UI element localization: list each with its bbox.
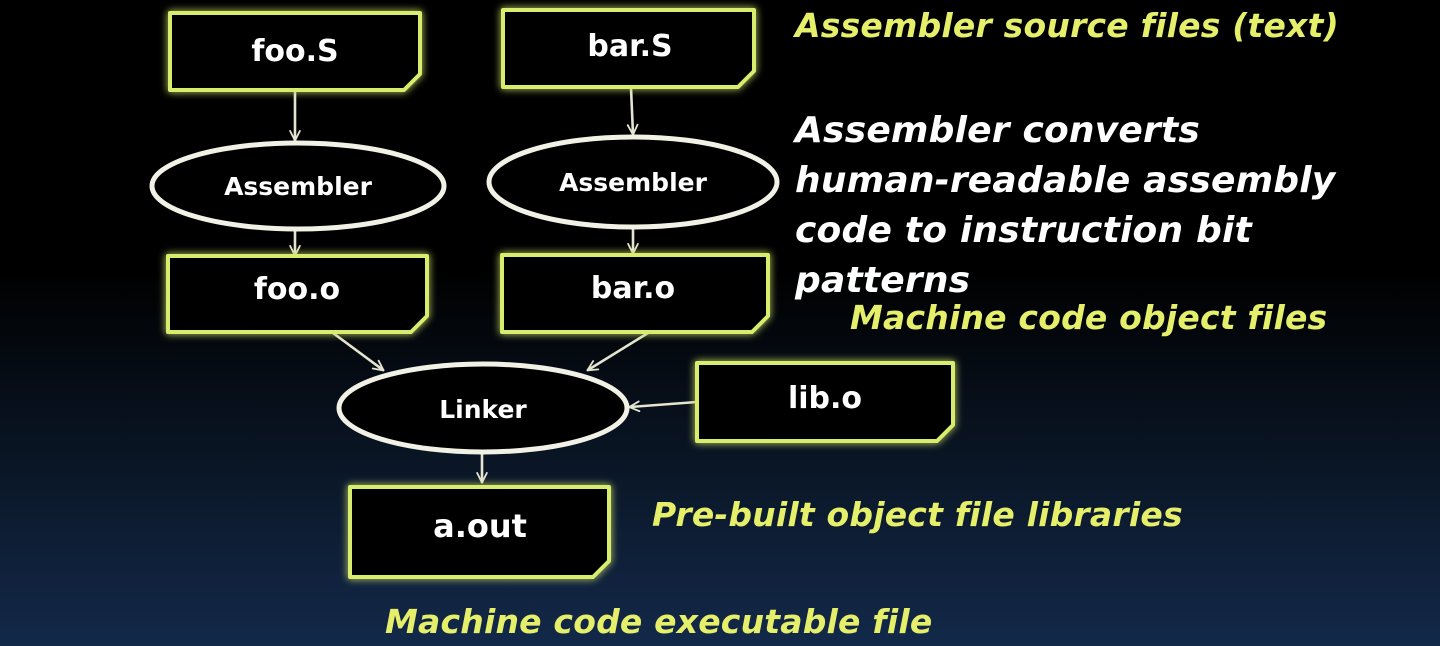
process-ellipse	[336, 361, 630, 455]
caption-assembler-description: Assembler converts human-readable assemb…	[795, 110, 1336, 301]
arrows	[289, 86, 699, 484]
process-assembler-1: Assembler	[149, 140, 447, 232]
file-label: lib.o	[788, 381, 862, 416]
process-label: Linker	[439, 395, 527, 424]
file-box-bar-s: bar.S	[501, 8, 756, 89]
file-box-a-out: a.out	[348, 485, 611, 579]
file-label: foo.S	[251, 34, 338, 69]
file-label: bar.o	[591, 271, 675, 306]
caption-libraries: Pre-built object file libraries	[652, 495, 1183, 534]
process-linker: Linker	[336, 361, 630, 455]
file-icon	[501, 8, 756, 89]
process-assembler-2: Assembler	[486, 134, 780, 230]
process-ellipse	[486, 134, 780, 230]
process-label: Assembler	[559, 168, 708, 197]
file-box-foo-s: foo.S	[168, 11, 422, 92]
process-ellipse	[149, 140, 447, 232]
arrow-foo-o-to-linker	[331, 331, 385, 372]
file-label: foo.o	[254, 272, 340, 307]
file-box-bar-o: bar.o	[500, 253, 770, 334]
process-label: Assembler	[224, 172, 373, 201]
file-icon	[348, 485, 611, 579]
arrow-bar-s-to-assembler	[626, 86, 639, 136]
caption-executable: Machine code executable file	[385, 602, 933, 641]
caption-source-files: Assembler source files (text)	[795, 6, 1339, 45]
file-icon	[166, 254, 429, 334]
arrow-lib-o-to-linker	[628, 400, 699, 413]
file-box-lib-o: lib.o	[695, 361, 955, 443]
caption-object-files: Machine code object files	[850, 298, 1328, 337]
file-label: a.out	[433, 507, 527, 545]
file-label: bar.S	[587, 29, 672, 64]
file-icon	[168, 11, 422, 92]
file-icon	[695, 361, 955, 443]
file-icon	[500, 253, 770, 334]
arrow-bar-o-to-linker	[586, 331, 650, 372]
file-box-foo-o: foo.o	[166, 254, 429, 334]
